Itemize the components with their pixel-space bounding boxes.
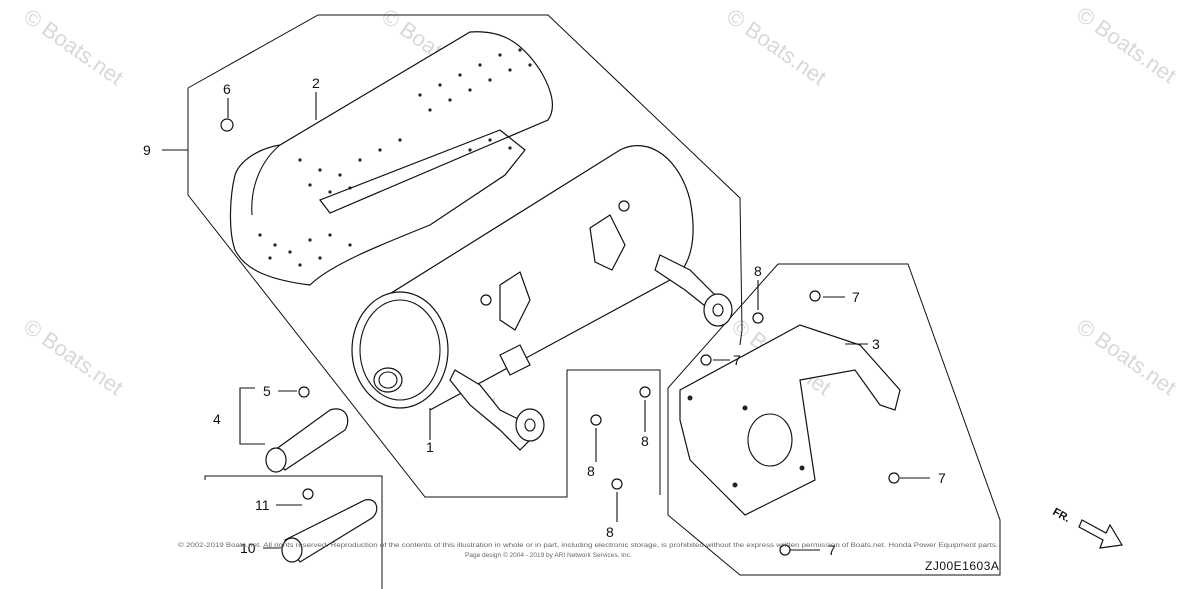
callout-7: 7 [733, 352, 741, 368]
callouts: 1 2 3 4 5 6 7 7 7 7 8 8 8 8 9 10 11 [143, 75, 946, 558]
diagram-code: ZJ00E1603A [925, 559, 999, 573]
bracket-group-outline [667, 263, 1001, 576]
callout-8: 8 [606, 524, 614, 540]
callout-4: 4 [213, 411, 221, 427]
muffler-body [351, 145, 733, 451]
callout-10: 10 [240, 540, 256, 556]
callout-9: 9 [143, 142, 151, 158]
callout-2: 2 [312, 75, 320, 91]
callout-3: 3 [872, 336, 880, 352]
callout-5: 5 [263, 383, 271, 399]
assembly-outline-9-left [187, 88, 661, 498]
leader-lines [162, 92, 930, 551]
tail-pipe [265, 408, 349, 473]
spark-arrester [281, 499, 378, 563]
watermark-text: © Boats.net [19, 4, 128, 91]
watermark-text: © Boats.net [722, 4, 831, 91]
callout-7: 7 [938, 470, 946, 486]
tailpipe-group-outline [204, 475, 383, 589]
copyright-line-2: Page design © 2004 - 2019 by ARI Network… [465, 551, 632, 559]
copyright-line-1: © 2002-2019 Boats.net. All rights reserv… [178, 541, 998, 549]
fasteners [220, 118, 900, 556]
callout-1: 1 [426, 439, 434, 455]
watermark-text: © Boats.net [1072, 314, 1180, 401]
watermark-text: © Boats.net [1072, 2, 1180, 89]
callout-7: 7 [852, 289, 860, 305]
callout-8: 8 [587, 463, 595, 479]
fr-arrow-icon [1078, 519, 1123, 549]
fr-label: FR. [1051, 506, 1072, 525]
muffler-bracket [679, 324, 901, 516]
callout-6: 6 [223, 81, 231, 97]
watermark-text: © Boats.net [19, 314, 128, 401]
callout-11: 11 [255, 497, 270, 513]
callout-8: 8 [754, 263, 762, 279]
callout-8: 8 [641, 433, 649, 449]
heat-shield [229, 31, 554, 286]
front-direction-indicator: FR. [1051, 506, 1123, 549]
callout-7: 7 [828, 542, 836, 558]
assembly-outline-9 [187, 14, 743, 346]
